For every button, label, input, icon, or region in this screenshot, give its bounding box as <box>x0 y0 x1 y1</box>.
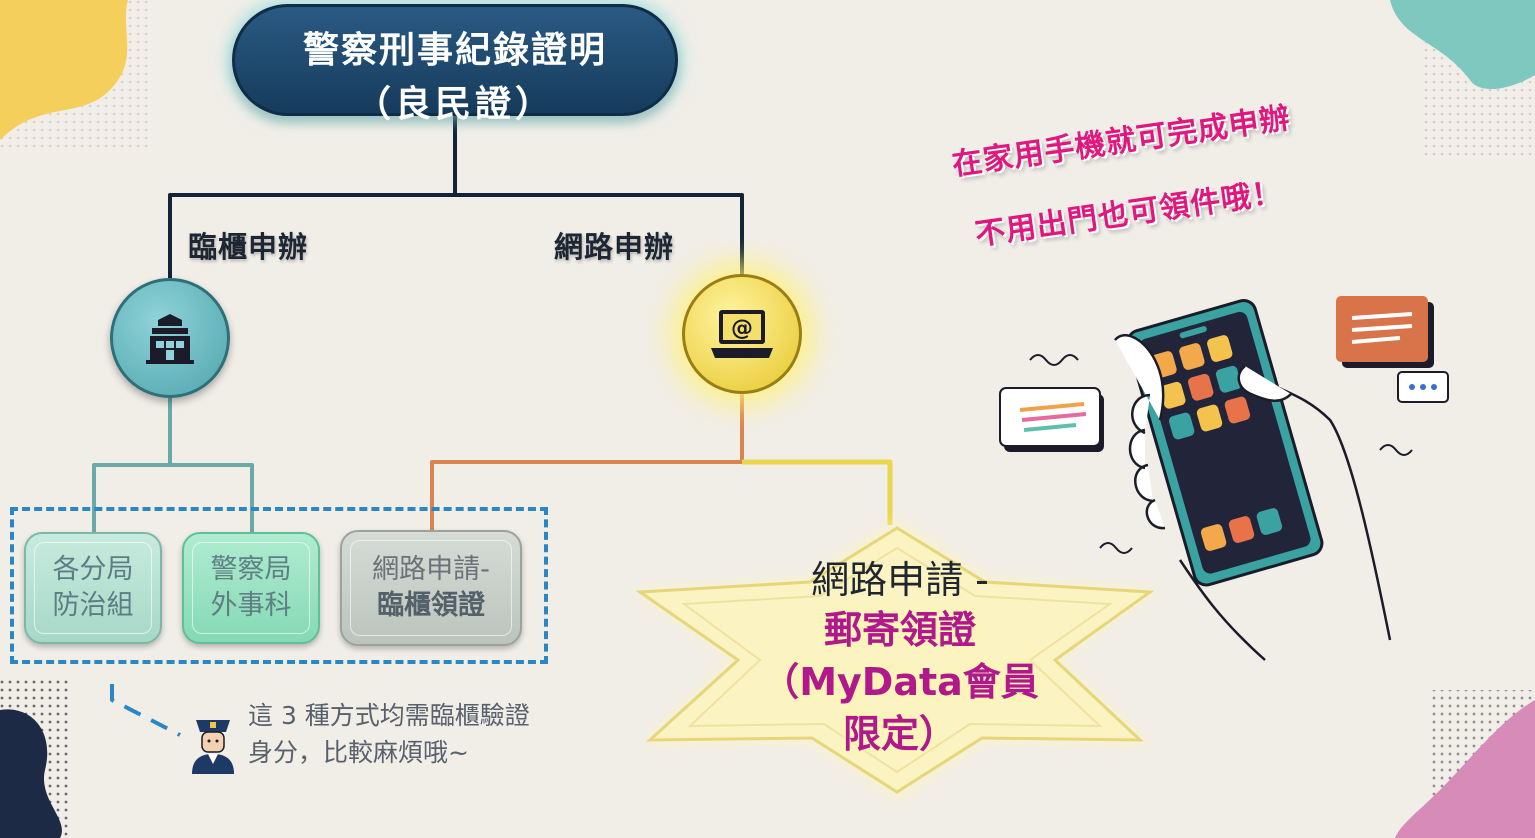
online-branch-label: 網路申辦 <box>554 230 675 264</box>
corner-decoration-bottom-left <box>0 680 70 838</box>
police-station-icon <box>146 314 194 364</box>
note-text: 這 3 種方式均需臨櫃驗證 身分，比較麻煩哦~ <box>248 697 530 771</box>
method-box-district-line-1: 各分局 <box>52 554 134 585</box>
title-line-1: 警察刑事紀錄證明 <box>302 30 607 71</box>
counter-branch-label: 臨櫃申辦 <box>188 230 309 264</box>
phone-illustration <box>999 296 1449 661</box>
svg-text:@: @ <box>731 316 753 341</box>
note-line-2: 身分，比較麻煩哦~ <box>248 738 469 767</box>
laptop-email-icon: @ <box>711 310 773 358</box>
method-box-online-counter-line-2: 臨櫃領證 <box>377 590 485 621</box>
highlight-text: 網路申請 - 郵寄領證 （MyData會員 限定） <box>640 556 1160 760</box>
counter-branch-node <box>110 278 230 398</box>
method-box-foreign-affairs-line-1: 警察局 <box>210 554 292 585</box>
highlight-star <box>632 520 1158 800</box>
method-box-district: 各分局 防治組 <box>24 532 162 644</box>
note-line-1: 這 3 種方式均需臨櫃驗證 <box>248 701 530 730</box>
highlight-line-1: 網路申請 - <box>811 558 989 602</box>
counter-methods-group <box>10 507 548 664</box>
method-box-foreign-affairs: 警察局 外事科 <box>182 532 320 644</box>
highlight-line-3: （MyData會員 <box>761 660 1039 704</box>
highlight-line-4: 限定） <box>842 712 957 756</box>
corner-decoration-top-left <box>0 0 150 150</box>
method-box-online-counter: 網路申請- 臨櫃領證 <box>340 530 522 646</box>
online-branch-node: @ <box>682 274 802 394</box>
highlight-line-2: 郵寄領證 <box>823 608 976 652</box>
connector-lines <box>92 115 893 737</box>
method-box-online-counter-line-1: 網路申請- <box>372 554 490 585</box>
title-line-2: （良民證） <box>354 84 555 125</box>
method-box-district-line-2: 防治組 <box>52 590 134 621</box>
corner-decoration-bottom-right <box>1395 690 1535 838</box>
title-pill: 警察刑事紀錄證明 （良民證） <box>232 4 678 125</box>
corner-decoration-top-right <box>1390 0 1535 160</box>
police-officer-icon <box>188 710 238 776</box>
method-box-foreign-affairs-line-2: 外事科 <box>210 590 292 621</box>
